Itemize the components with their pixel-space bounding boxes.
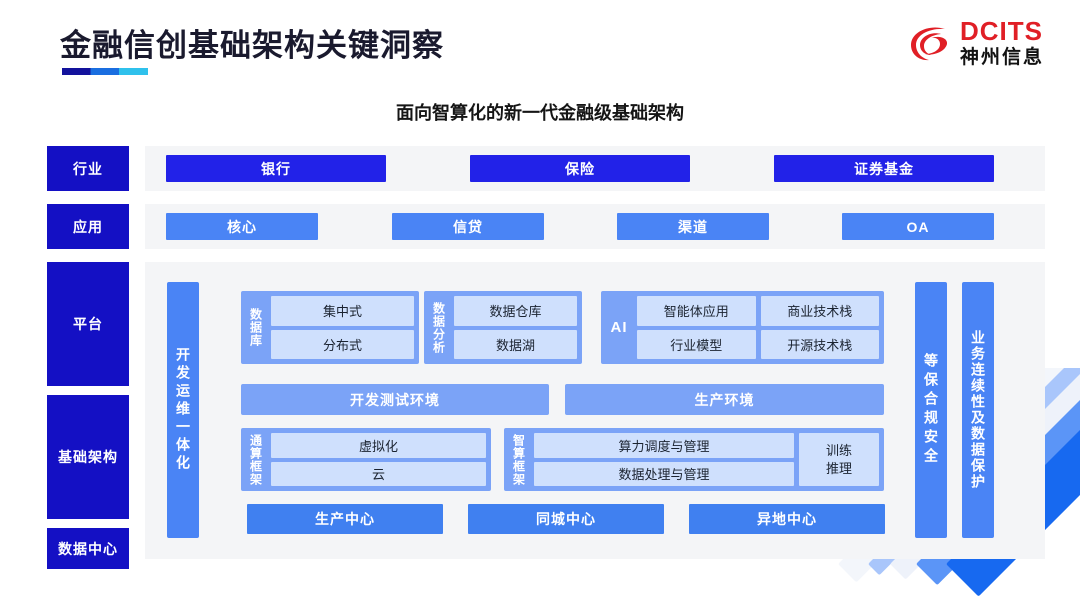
group-label-data-analysis: 数据分析 bbox=[431, 301, 446, 354]
application-chip-core[interactable]: 核心 bbox=[166, 213, 318, 240]
datacenter-same-city-center[interactable]: 同城中心 bbox=[468, 504, 664, 534]
layer-label-datacenter[interactable]: 数据中心 bbox=[47, 528, 129, 569]
devops-vertical-bar[interactable]: 开发运维一体化 bbox=[167, 282, 199, 538]
infra-group-intelligent-compute[interactable]: 智算框架 算力调度与管理 数据处理与管理 训练 推理 bbox=[504, 428, 884, 491]
platform-group-data-analysis[interactable]: 数据分析 数据仓库 数据湖 bbox=[424, 291, 582, 364]
ai-row-top: 智能体应用 商业技术栈 bbox=[637, 296, 879, 326]
dcits-swirl-icon bbox=[907, 20, 953, 66]
right-bar-business-continuity[interactable]: 业务连续性及数据保护 bbox=[962, 282, 994, 538]
application-chip-credit[interactable]: 信贷 bbox=[392, 213, 544, 240]
cell-train-label: 训练 bbox=[825, 442, 852, 458]
application-chip-oa[interactable]: OA bbox=[842, 213, 994, 240]
cell-data-warehouse[interactable]: 数据仓库 bbox=[454, 296, 577, 326]
datacenter-remote-center[interactable]: 异地中心 bbox=[689, 504, 885, 534]
application-chip-channel[interactable]: 渠道 bbox=[617, 213, 769, 240]
cell-data-lake[interactable]: 数据湖 bbox=[454, 329, 577, 359]
layer-label-industry[interactable]: 行业 bbox=[47, 146, 129, 191]
group-cells-data-analysis: 数据仓库 数据湖 bbox=[454, 296, 577, 359]
group-label-general-compute: 通算框架 bbox=[248, 433, 263, 486]
group-cells-ai: 智能体应用 商业技术栈 行业模型 开源技术栈 bbox=[637, 296, 879, 359]
ai-row-bottom: 行业模型 开源技术栈 bbox=[637, 329, 879, 359]
group-label-database: 数据库 bbox=[248, 308, 263, 347]
brand-logo: DCITS 神州信息 bbox=[907, 18, 1044, 67]
cell-cloud[interactable]: 云 bbox=[271, 461, 486, 486]
layer-label-infrastructure[interactable]: 基础架构 bbox=[47, 395, 129, 519]
datacenter-production-center[interactable]: 生产中心 bbox=[247, 504, 443, 534]
logo-text: DCITS 神州信息 bbox=[960, 18, 1044, 67]
group-label-intelligent-compute: 智算框架 bbox=[511, 433, 526, 486]
cell-train-inference[interactable]: 训练 推理 bbox=[799, 433, 879, 486]
industry-chip-securities-fund[interactable]: 证券基金 bbox=[774, 155, 994, 182]
industry-chip-bank[interactable]: 银行 bbox=[166, 155, 386, 182]
logo-en-label: DCITS bbox=[959, 16, 1043, 46]
group-cells-database: 集中式 分布式 bbox=[271, 296, 414, 359]
cell-industry-model[interactable]: 行业模型 bbox=[637, 329, 756, 359]
cell-data-processing[interactable]: 数据处理与管理 bbox=[534, 461, 794, 486]
page-title: 金融信创基础架构关键洞察 bbox=[60, 28, 444, 63]
infra-group-general-compute[interactable]: 通算框架 虚拟化 云 bbox=[241, 428, 491, 491]
cell-open-source-tech-stack[interactable]: 开源技术栈 bbox=[760, 329, 879, 359]
group-cells-intelligent-compute: 算力调度与管理 数据处理与管理 bbox=[534, 433, 794, 486]
platform-group-ai[interactable]: AI 智能体应用 商业技术栈 行业模型 开源技术栈 bbox=[601, 291, 884, 364]
group-cells-general-compute: 虚拟化 云 bbox=[271, 433, 486, 486]
environment-bar-dev-test[interactable]: 开发测试环境 bbox=[241, 384, 549, 415]
platform-group-database[interactable]: 数据库 集中式 分布式 bbox=[241, 291, 419, 364]
cell-agent-application[interactable]: 智能体应用 bbox=[637, 296, 756, 326]
environment-bar-production[interactable]: 生产环境 bbox=[565, 384, 884, 415]
group-label-ai: AI bbox=[610, 319, 628, 336]
industry-chip-insurance[interactable]: 保险 bbox=[470, 155, 690, 182]
cell-inference-label: 推理 bbox=[825, 460, 852, 476]
cell-virtualization[interactable]: 虚拟化 bbox=[271, 433, 486, 458]
layer-label-application[interactable]: 应用 bbox=[47, 204, 129, 249]
cell-compute-scheduling[interactable]: 算力调度与管理 bbox=[534, 433, 794, 458]
logo-cn-label: 神州信息 bbox=[959, 47, 1044, 68]
cell-distributed[interactable]: 分布式 bbox=[271, 329, 414, 359]
title-underline-rule bbox=[62, 68, 148, 75]
right-bar-compliance-security[interactable]: 等保合规安全 bbox=[915, 282, 947, 538]
layer-label-platform[interactable]: 平台 bbox=[47, 262, 129, 386]
subtitle: 面向智算化的新一代金融级基础架构 bbox=[396, 103, 684, 123]
cell-commercial-tech-stack[interactable]: 商业技术栈 bbox=[760, 296, 879, 326]
cell-centralized[interactable]: 集中式 bbox=[271, 296, 414, 326]
